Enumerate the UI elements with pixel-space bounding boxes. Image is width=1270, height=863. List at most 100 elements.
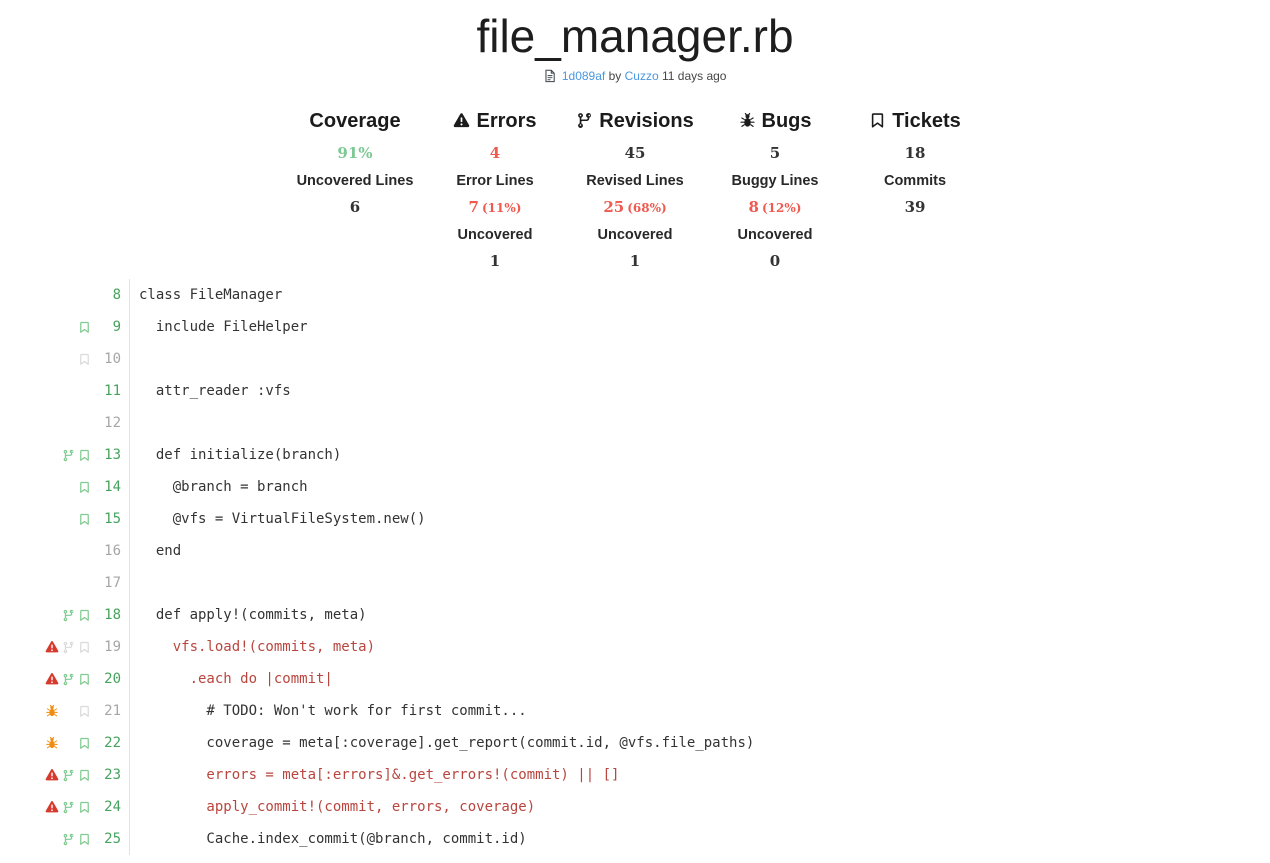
stat-subvalue: 8(12%) bbox=[748, 198, 802, 216]
gutter: 9 bbox=[0, 311, 130, 343]
gutter: 21 bbox=[0, 695, 130, 727]
bookmark-icon[interactable] bbox=[76, 673, 92, 686]
stat-primary-value: 45 bbox=[624, 144, 646, 162]
code-text: def initialize(branch) bbox=[139, 447, 342, 463]
line-number[interactable]: 16 bbox=[104, 543, 121, 559]
code-line-14: 14 @branch = branch bbox=[0, 471, 1270, 503]
revision-branch-icon[interactable] bbox=[61, 801, 76, 814]
code-line-15: 15 @vfs = VirtualFileSystem.new() bbox=[0, 503, 1270, 535]
code-line-10: 10 bbox=[0, 343, 1270, 375]
line-number[interactable]: 23 bbox=[104, 767, 121, 783]
code-line-16: 16 end bbox=[0, 535, 1270, 567]
gutter: 8 bbox=[0, 279, 130, 311]
line-number[interactable]: 13 bbox=[104, 447, 121, 463]
bug-icon[interactable] bbox=[42, 736, 61, 750]
line-number[interactable]: 25 bbox=[104, 831, 121, 847]
stat-subvalue: 0 bbox=[769, 252, 781, 270]
line-number[interactable]: 15 bbox=[104, 511, 121, 527]
line-number[interactable]: 18 bbox=[104, 607, 121, 623]
stat-sublabel: Revised Lines bbox=[586, 173, 684, 189]
bug-icon[interactable] bbox=[42, 704, 61, 718]
stat-subvalue: 39 bbox=[904, 198, 926, 216]
code-text: attr_reader :vfs bbox=[139, 383, 291, 399]
code-text: # TODO: Won't work for first commit... bbox=[139, 703, 527, 719]
line-number[interactable]: 22 bbox=[104, 735, 121, 751]
error-warning-icon[interactable] bbox=[42, 768, 61, 782]
page-title: file_manager.rb bbox=[476, 10, 794, 62]
commit-line: 1d089af by Cuzzo 11 days ago bbox=[0, 68, 1270, 84]
line-number[interactable]: 8 bbox=[112, 287, 121, 303]
revision-branch-icon[interactable] bbox=[61, 609, 76, 622]
stat-title-tickets: Tickets bbox=[845, 106, 985, 140]
gutter: 11 bbox=[0, 375, 130, 407]
line-number[interactable]: 21 bbox=[104, 703, 121, 719]
error-warning-icon[interactable] bbox=[42, 640, 61, 654]
code-text: include FileHelper bbox=[139, 319, 308, 335]
branch-icon bbox=[576, 108, 593, 138]
revision-branch-icon[interactable] bbox=[61, 833, 76, 846]
code-text: def apply!(commits, meta) bbox=[139, 607, 367, 623]
line-number[interactable]: 11 bbox=[104, 383, 121, 399]
bookmark-icon[interactable] bbox=[76, 481, 92, 494]
code-line-20: 20 .each do |commit| bbox=[0, 663, 1270, 695]
line-number[interactable]: 14 bbox=[104, 479, 121, 495]
gutter: 16 bbox=[0, 535, 130, 567]
stat-primary-value: 4 bbox=[489, 144, 501, 162]
line-number[interactable]: 20 bbox=[104, 671, 121, 687]
line-number[interactable]: 12 bbox=[104, 415, 121, 431]
revision-branch-icon[interactable] bbox=[61, 449, 76, 462]
gutter: 10 bbox=[0, 343, 130, 375]
code-text: @vfs = VirtualFileSystem.new() bbox=[139, 511, 426, 527]
bookmark-icon[interactable] bbox=[76, 705, 92, 718]
stat-primary-value: 91% bbox=[337, 144, 373, 162]
stat-sublabel: Uncovered bbox=[597, 227, 673, 243]
bookmark-icon[interactable] bbox=[76, 609, 92, 622]
code-text: .each do |commit| bbox=[139, 671, 333, 687]
bookmark-icon[interactable] bbox=[76, 353, 92, 366]
bookmark-icon[interactable] bbox=[76, 513, 92, 526]
error-warning-icon[interactable] bbox=[42, 800, 61, 814]
gutter: 25 bbox=[0, 823, 130, 855]
stat-sublabel: Error Lines bbox=[456, 173, 534, 189]
code-line-9: 9 include FileHelper bbox=[0, 311, 1270, 343]
line-number[interactable]: 19 bbox=[104, 639, 121, 655]
code-line-23: 23 errors = meta[:errors]&.get_errors!(c… bbox=[0, 759, 1270, 791]
bookmark-icon[interactable] bbox=[76, 801, 92, 814]
revision-branch-icon[interactable] bbox=[61, 673, 76, 686]
code-line-25: 25 Cache.index_commit(@branch, commit.id… bbox=[0, 823, 1270, 855]
code-text: apply_commit!(commit, errors, coverage) bbox=[139, 799, 536, 815]
bookmark-icon[interactable] bbox=[76, 321, 92, 334]
error-warning-icon[interactable] bbox=[42, 672, 61, 686]
code-line-19: 19 vfs.load!(commits, meta) bbox=[0, 631, 1270, 663]
commit-age: 11 days ago bbox=[661, 69, 727, 83]
revision-branch-icon[interactable] bbox=[61, 769, 76, 782]
bookmark-icon[interactable] bbox=[76, 449, 92, 462]
stat-subvalue: 7(11%) bbox=[468, 198, 522, 216]
code-text: end bbox=[139, 543, 182, 559]
line-number[interactable]: 10 bbox=[104, 351, 121, 367]
bookmark-icon[interactable] bbox=[76, 769, 92, 782]
bookmark-icon[interactable] bbox=[76, 737, 92, 750]
code-line-22: 22 coverage = meta[:coverage].get_report… bbox=[0, 727, 1270, 759]
revision-branch-icon[interactable] bbox=[61, 641, 76, 654]
stat-title-errors: Errors bbox=[425, 106, 565, 140]
line-number[interactable]: 17 bbox=[104, 575, 121, 591]
bookmark-icon[interactable] bbox=[76, 833, 92, 846]
commit-sha-link[interactable]: 1d089af bbox=[561, 69, 606, 83]
line-number[interactable]: 24 bbox=[104, 799, 121, 815]
code-line-21: 21 # TODO: Won't work for first commit..… bbox=[0, 695, 1270, 727]
gutter: 24 bbox=[0, 791, 130, 823]
bookmark-icon[interactable] bbox=[76, 641, 92, 654]
line-number[interactable]: 9 bbox=[112, 319, 121, 335]
warning-icon bbox=[453, 108, 470, 138]
stat-subvalue: 6 bbox=[349, 198, 361, 216]
commit-author-link[interactable]: Cuzzo bbox=[624, 69, 659, 83]
gutter: 18 bbox=[0, 599, 130, 631]
bug-icon bbox=[739, 108, 756, 138]
